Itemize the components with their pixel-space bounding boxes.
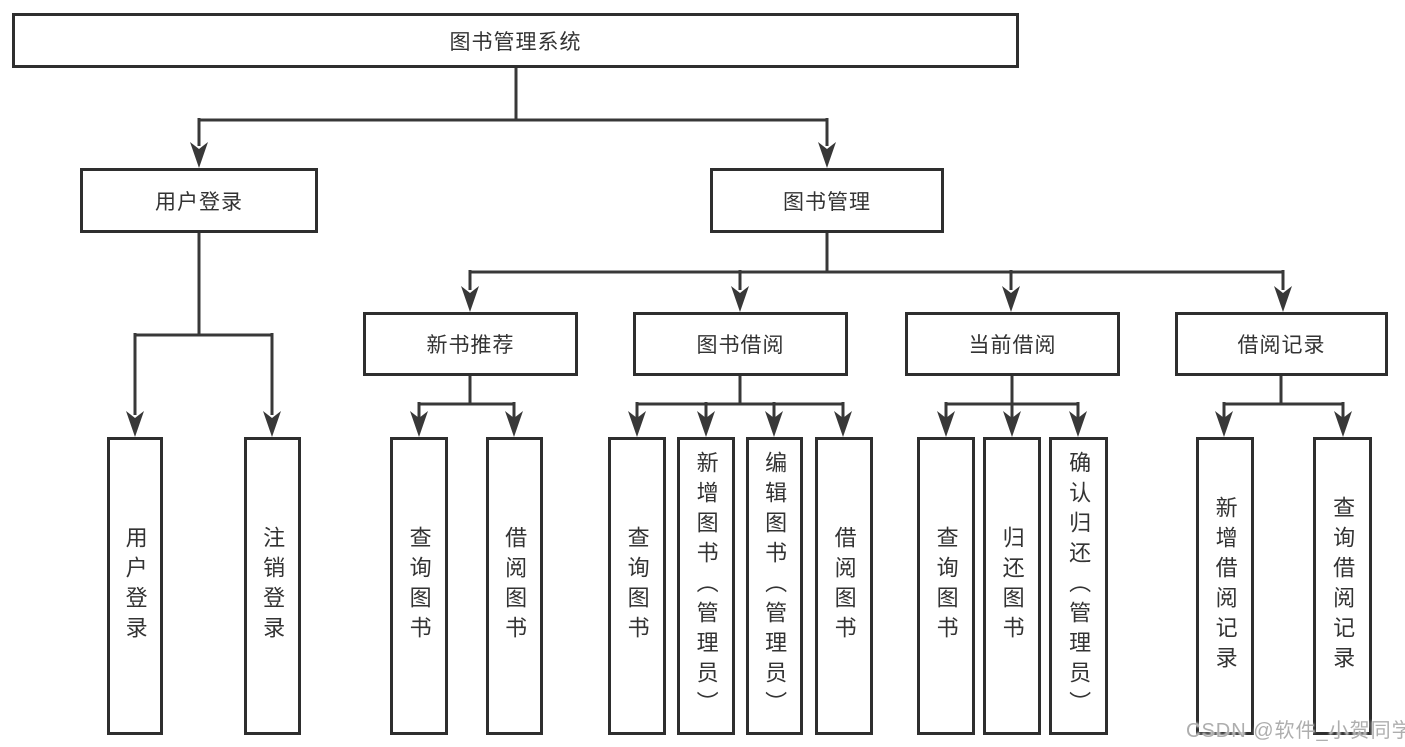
arrow-down-icon	[190, 142, 208, 168]
node-book-borrow: 图书借阅	[633, 312, 848, 376]
leaf-recommend-query-books: 查询图书	[390, 437, 448, 735]
leaf-current-return-books-label: 归还图书	[999, 526, 1025, 646]
leaf-records-query-record-label: 查询借阅记录	[1330, 496, 1356, 676]
arrow-down-icon	[818, 142, 836, 168]
leaf-borrow-borrow-books: 借阅图书	[815, 437, 873, 735]
arrow-down-icon	[1003, 411, 1021, 437]
node-root-label: 图书管理系统	[449, 30, 582, 54]
leaf-current-return-books: 归还图书	[983, 437, 1041, 735]
leaf-logout-label: 注销登录	[260, 526, 286, 646]
csdn-watermark: CSDN @软件_小贺同学	[1186, 720, 1405, 742]
arrow-down-icon	[410, 411, 428, 437]
arrow-down-icon	[126, 411, 144, 437]
leaf-borrow-edit-books-admin: 编辑图书（管理员）	[746, 437, 803, 735]
node-borrow-records-label: 借阅记录	[1237, 334, 1326, 357]
node-book-management-label: 图书管理	[783, 190, 871, 214]
leaf-current-query-books-label: 查询图书	[933, 526, 959, 646]
leaf-current-query-books: 查询图书	[917, 437, 975, 735]
arrow-down-icon	[1274, 286, 1292, 312]
tree-branch-lines	[133, 68, 1345, 419]
node-book-management: 图书管理	[710, 168, 944, 233]
leaf-recommend-query-books-label: 查询图书	[406, 526, 432, 646]
leaf-borrow-edit-books-admin-label: 编辑图书（管理员）	[762, 451, 788, 721]
node-root: 图书管理系统	[12, 13, 1019, 68]
arrow-down-icon	[505, 411, 523, 437]
node-book-borrow-label: 图书借阅	[696, 334, 785, 357]
leaf-borrow-add-books-admin-label: 新增图书（管理员）	[693, 451, 719, 721]
arrow-down-icon	[1002, 286, 1020, 312]
leaf-user-login: 用户登录	[107, 437, 163, 735]
arrow-down-icon	[1215, 411, 1233, 437]
arrow-down-icon	[1069, 411, 1087, 437]
node-current-borrow-label: 当前借阅	[968, 334, 1057, 357]
arrow-down-icon	[461, 286, 479, 312]
node-new-book-recommend-label: 新书推荐	[426, 334, 515, 357]
arrow-down-icon	[263, 411, 281, 437]
leaf-recommend-borrow-books-label: 借阅图书	[502, 526, 528, 646]
arrow-down-icon	[628, 411, 646, 437]
leaf-records-add-record-label: 新增借阅记录	[1212, 496, 1238, 676]
node-new-book-recommend: 新书推荐	[363, 312, 578, 376]
leaf-borrow-query-books: 查询图书	[608, 437, 666, 735]
arrow-down-icon	[834, 411, 852, 437]
leaf-borrow-borrow-books-label: 借阅图书	[831, 526, 857, 646]
arrow-down-icons	[126, 142, 1352, 437]
leaf-recommend-borrow-books: 借阅图书	[486, 437, 543, 735]
arrow-down-icon	[697, 411, 715, 437]
arrow-down-icon	[1334, 411, 1352, 437]
arrow-down-icon	[765, 411, 783, 437]
node-borrow-records: 借阅记录	[1175, 312, 1388, 376]
node-user-login-label: 用户登录	[155, 190, 243, 214]
leaf-records-query-record: 查询借阅记录	[1313, 437, 1372, 735]
node-user-login: 用户登录	[80, 168, 318, 233]
leaf-current-confirm-return-admin: 确认归还（管理员）	[1049, 437, 1108, 735]
node-current-borrow: 当前借阅	[905, 312, 1120, 376]
arrow-down-icon	[731, 286, 749, 312]
leaf-borrow-query-books-label: 查询图书	[624, 526, 650, 646]
arrow-down-icon	[937, 411, 955, 437]
leaf-current-confirm-return-admin-label: 确认归还（管理员）	[1066, 451, 1092, 721]
leaf-logout: 注销登录	[244, 437, 301, 735]
leaf-borrow-add-books-admin: 新增图书（管理员）	[677, 437, 735, 735]
leaf-records-add-record: 新增借阅记录	[1196, 437, 1254, 735]
leaf-user-login-label: 用户登录	[122, 526, 148, 646]
